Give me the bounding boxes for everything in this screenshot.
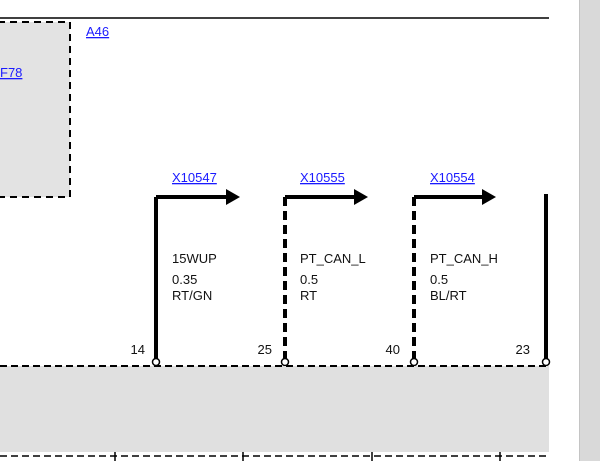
arrow-head-icon	[226, 189, 240, 205]
wire-color: RT/GN	[172, 288, 212, 303]
fuse-box	[0, 21, 71, 198]
pin-terminal	[151, 357, 161, 367]
wire-size: 0.5	[300, 272, 318, 287]
pin-number: 14	[131, 342, 145, 357]
bottom-strip	[0, 452, 549, 461]
connector-x10554: X10554 PT_CAN_H 0.5 BL/RT 40	[386, 170, 498, 367]
pin-terminal	[409, 357, 419, 367]
arrow-head-icon	[482, 189, 496, 205]
pin-number: 40	[386, 342, 400, 357]
pin-number: 23	[516, 342, 530, 357]
pin-terminal	[541, 357, 551, 367]
pin-terminal	[280, 357, 290, 367]
connector-link-x10547[interactable]: X10547	[172, 170, 217, 185]
connector-link-x10555[interactable]: X10555	[300, 170, 345, 185]
wire-color: BL/RT	[430, 288, 467, 303]
wire-size: 0.5	[430, 272, 448, 287]
wire-color: RT	[300, 288, 317, 303]
wire-signal: PT_CAN_H	[430, 251, 498, 266]
vertical-scrollbar[interactable]	[579, 0, 600, 461]
connector-x10555: X10555 PT_CAN_L 0.5 RT 25	[258, 170, 368, 367]
connector-partial: 23	[516, 194, 551, 367]
module-label[interactable]: A46	[86, 24, 109, 39]
wire-signal: PT_CAN_L	[300, 251, 366, 266]
wire-signal: 15WUP	[172, 251, 217, 266]
connector-link-x10554[interactable]: X10554	[430, 170, 475, 185]
arrow-head-icon	[354, 189, 368, 205]
connector-x10547: X10547 15WUP 0.35 RT/GN 14	[131, 170, 240, 367]
wire-size: 0.35	[172, 272, 197, 287]
control-module-box	[0, 366, 549, 452]
fuse-label[interactable]: F78	[0, 65, 22, 80]
pin-number: 25	[258, 342, 272, 357]
